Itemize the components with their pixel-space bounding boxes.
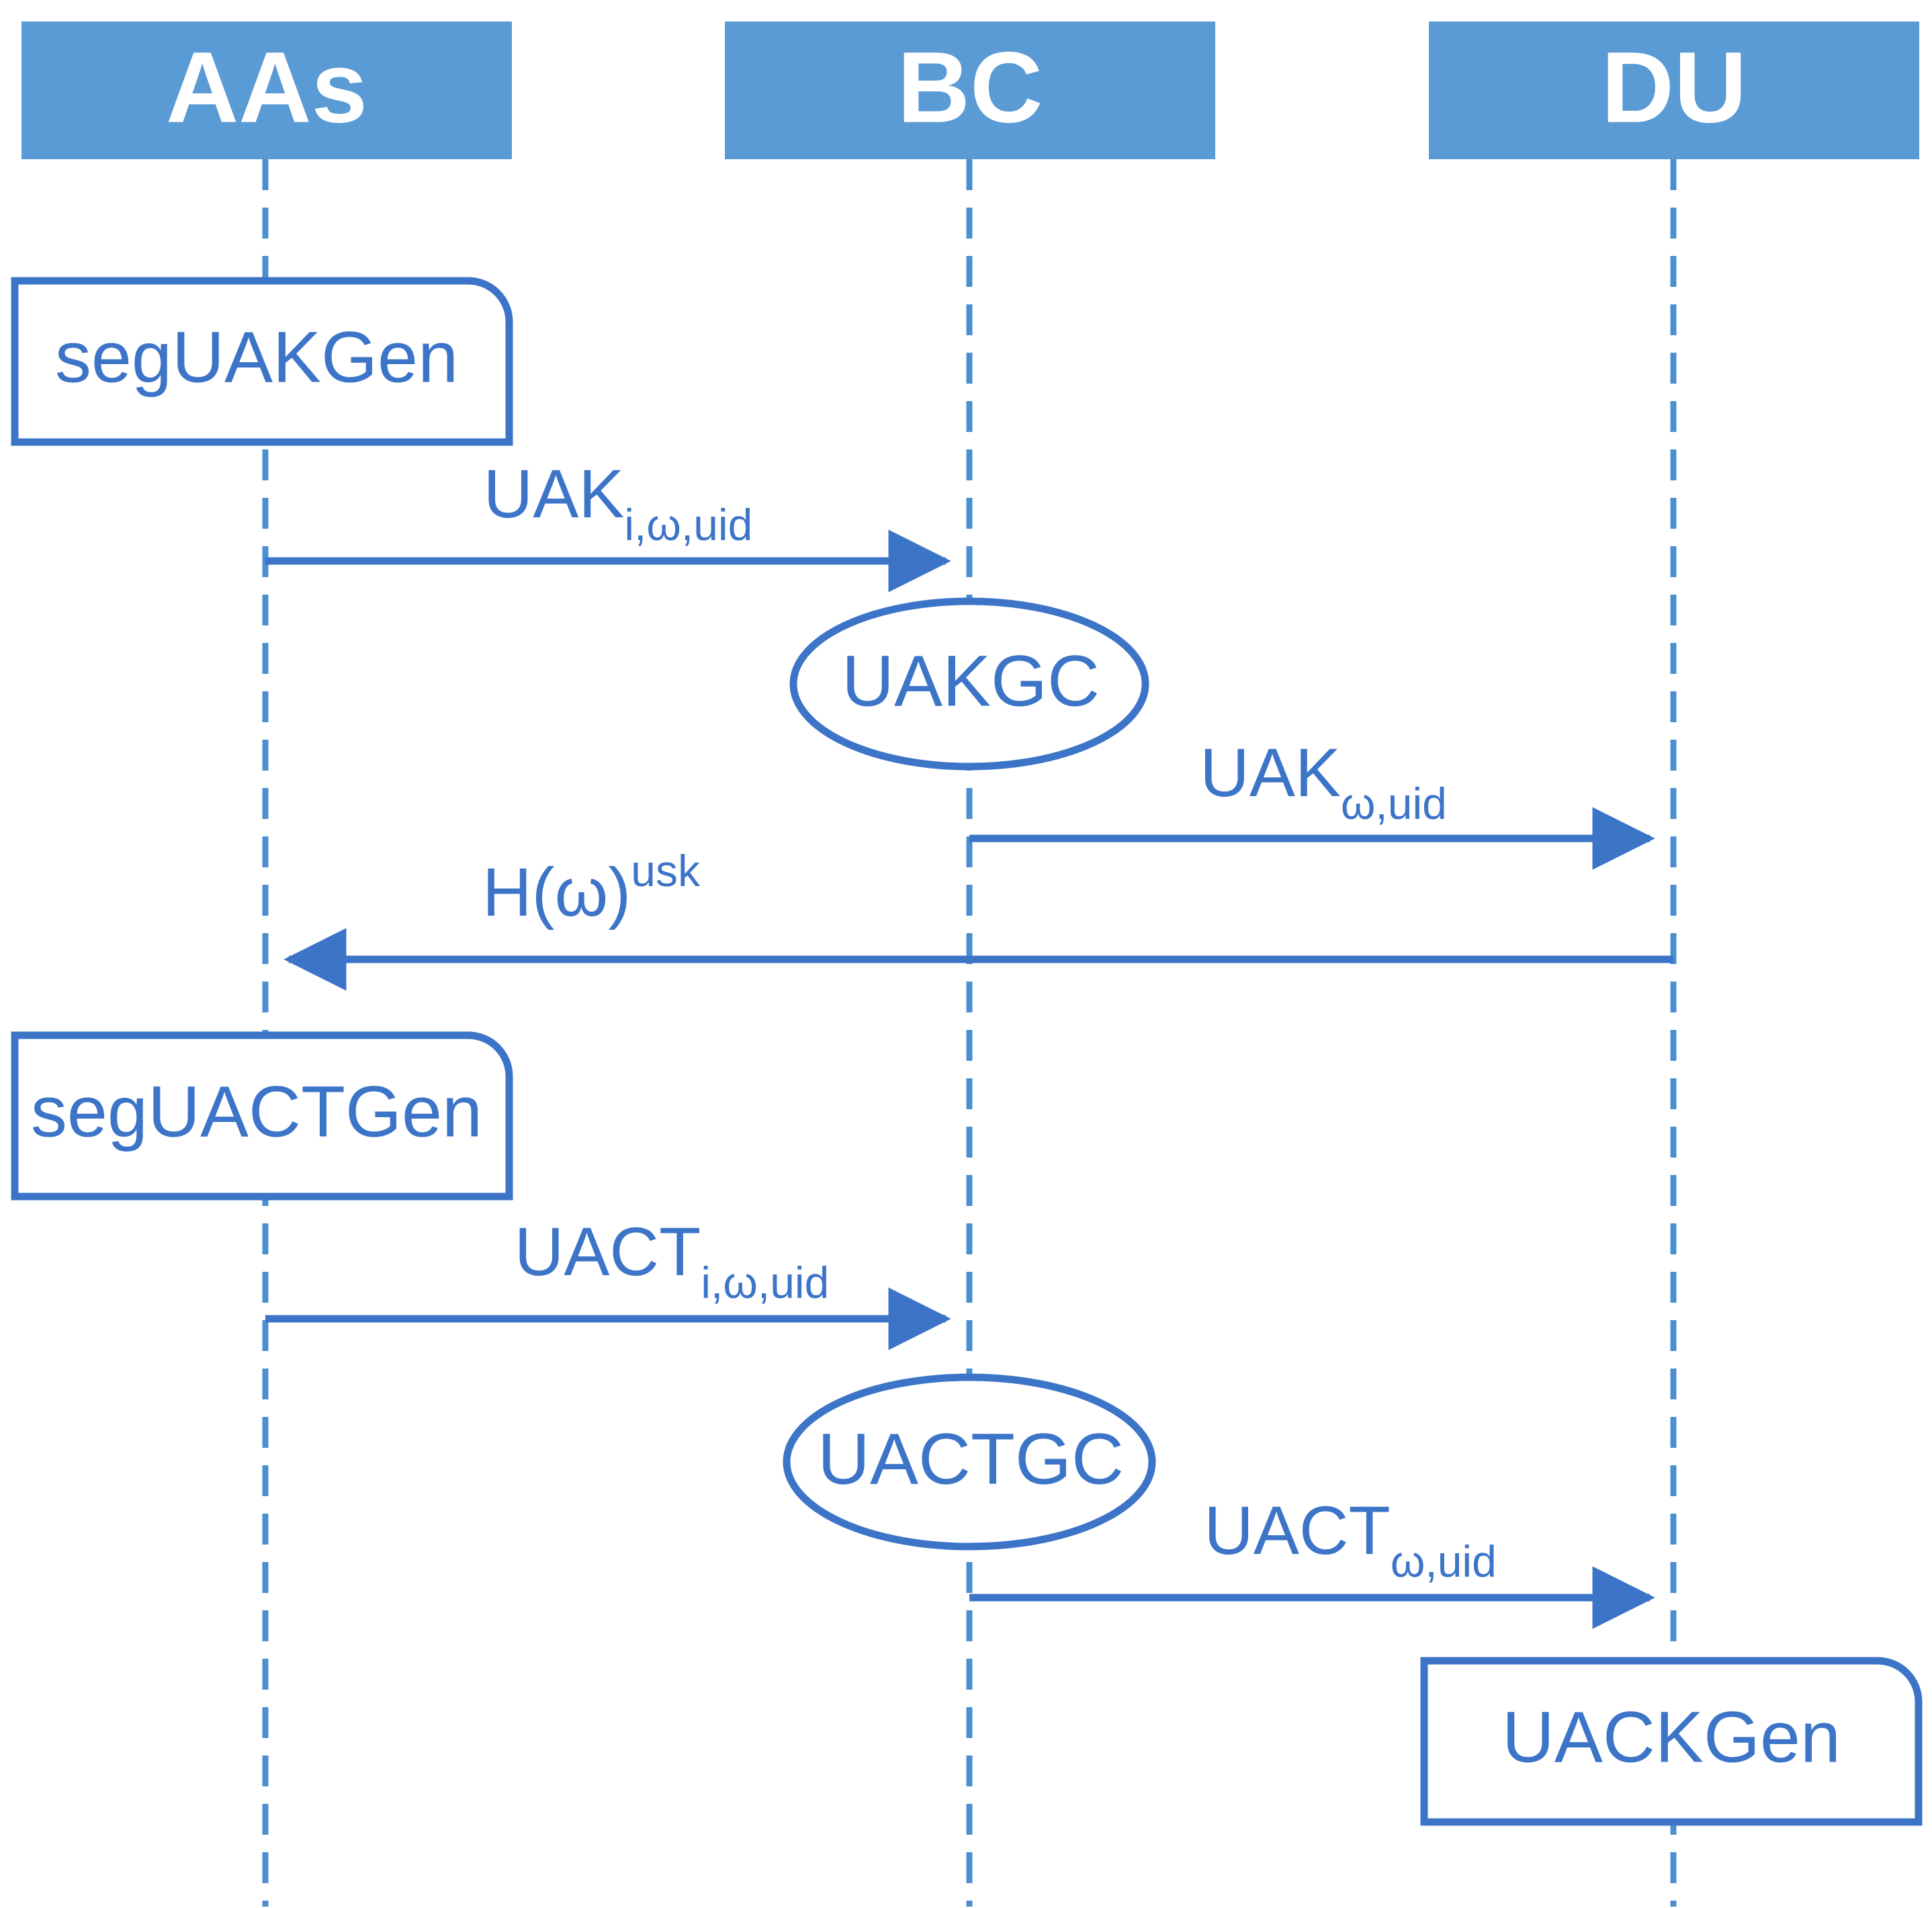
lifeline-header-bc[interactable]: BC <box>725 21 1215 159</box>
message-uact-w-label: UACTω,uid <box>1204 1492 1497 1586</box>
gate-uactgc[interactable]: UACTGC <box>783 1373 1156 1551</box>
gate-uakgc-label: UAKGC <box>842 640 1100 722</box>
message-uact-w-subscript: ω,uid <box>1391 1536 1497 1586</box>
lifeline-header-label-aas: AAs <box>166 31 367 144</box>
message-uak-w-label: UAKω,uid <box>1200 734 1447 828</box>
gate-uactgc-ellipse <box>783 1373 1156 1551</box>
message-uak-w-subscript: ω,uid <box>1341 779 1447 828</box>
message-uak-w[interactable]: UAKω,uid <box>969 734 1655 870</box>
lifeline-header-label-du: DU <box>1601 31 1747 144</box>
message-uact-i-subscript: i,ω,uid <box>701 1258 829 1307</box>
note-seguakgen[interactable]: segUAKGen <box>11 277 513 446</box>
lifeline-header-box-bc <box>725 21 1215 159</box>
lifeline-header-aas[interactable]: AAs <box>21 21 512 159</box>
message-uact-w-base: UACT <box>1204 1492 1391 1569</box>
message-uak-i-label: UAKi,ω,uid <box>484 456 753 550</box>
note-seguactgen[interactable]: segUACTGen <box>11 1031 513 1201</box>
note-uackgen-label: UACKGen <box>1502 1696 1841 1778</box>
gate-uakgc-ellipse <box>789 597 1149 771</box>
message-uak-w-base: UAK <box>1200 734 1341 811</box>
note-seguakgen-label: segUAKGen <box>55 316 458 398</box>
note-uackgen[interactable]: UACKGen <box>1420 1657 1923 1826</box>
message-uact-w[interactable]: UACTω,uid <box>969 1492 1655 1629</box>
message-h-omega-usk-base: H(ω) <box>482 854 631 930</box>
message-h-omega-usk[interactable]: H(ω)usk <box>283 846 1673 991</box>
message-h-omega-usk-label: H(ω)usk <box>482 846 701 930</box>
lifeline-header-du[interactable]: DU <box>1429 21 1919 159</box>
gate-uactgc-label: UACTGC <box>818 1418 1124 1500</box>
message-uak-i-subscript: i,ω,uid <box>624 500 752 550</box>
message-uact-i[interactable]: UACTi,ω,uid <box>265 1213 951 1350</box>
message-h-omega-usk-superscript: usk <box>631 846 701 896</box>
message-uact-i-label: UACTi,ω,uid <box>515 1213 830 1307</box>
note-uackgen-shape <box>1420 1657 1923 1826</box>
note-seguactgen-label: segUACTGen <box>31 1071 482 1152</box>
note-seguactgen-shape <box>11 1031 513 1201</box>
gate-uakgc[interactable]: UAKGC <box>789 597 1149 771</box>
lifeline-header-label-bc: BC <box>897 31 1043 144</box>
note-seguakgen-shape <box>11 277 513 446</box>
message-uact-i-base: UACT <box>515 1213 701 1290</box>
lifeline-header-box-aas <box>21 21 512 159</box>
message-uak-i[interactable]: UAKi,ω,uid <box>265 456 951 593</box>
lifeline-header-box-du <box>1429 21 1919 159</box>
message-uak-i-base: UAK <box>484 456 625 532</box>
